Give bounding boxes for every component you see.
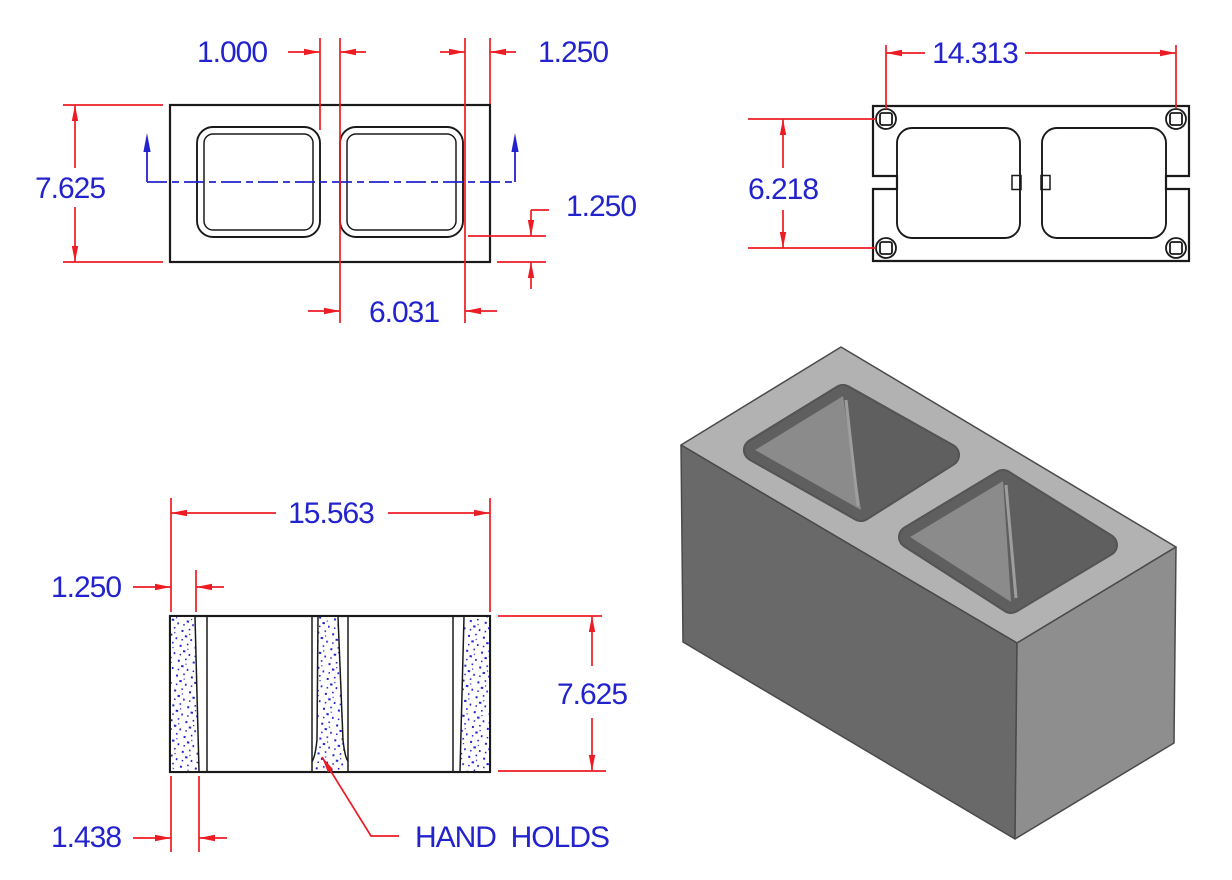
dim-bottom-depth: 6.218 [748, 173, 818, 206]
dim-bottom-hole-span: 14.313 [932, 37, 1018, 70]
core-hole-right [1041, 127, 1167, 239]
dimension-arrows [779, 49, 1176, 248]
stipple-band-center [311, 616, 349, 771]
dimension-lines [63, 38, 549, 323]
iso-hole-right [898, 469, 1118, 614]
corner-pilot-marks [875, 108, 1187, 259]
stipple-band-right [452, 616, 489, 772]
dimension-lines [133, 498, 606, 852]
section-arrow-left [143, 133, 151, 152]
iso-hole-left [743, 384, 960, 522]
dim-top-web: 1.000 [197, 36, 267, 69]
dimension-lines [748, 45, 1177, 249]
section-arrow-right [511, 133, 519, 152]
dim-top-bottom-wall: 1.250 [566, 190, 636, 223]
dim-section-length: 15.563 [288, 497, 374, 530]
iso-right-face [1014, 546, 1177, 840]
section-outline [168, 614, 492, 774]
block-outline [168, 103, 492, 264]
web-notch-right [1040, 174, 1051, 191]
section-view: 15.563 1.250 7.625 1.438 HAND HOLDS [51, 497, 628, 854]
dimension-arrows [155, 509, 596, 842]
dim-top-right-wall: 1.250 [538, 36, 608, 69]
dim-section-top-shell: 1.250 [51, 571, 121, 604]
hand-holds-label: HAND HOLDS [415, 821, 609, 854]
top-view: 1.000 1.250 7.625 1.250 6.031 [35, 36, 637, 329]
dim-section-bottom-shell: 1.438 [51, 821, 121, 854]
isometric-view [680, 346, 1177, 840]
hand-holds-leader [321, 756, 399, 837]
stipple-band-left [171, 616, 208, 772]
dim-top-height: 7.625 [35, 172, 105, 205]
bottom-view: 14.313 6.218 [748, 37, 1191, 263]
dim-section-height: 7.625 [557, 678, 627, 711]
cutting-plane-line [143, 133, 519, 183]
dim-top-core-width: 6.031 [369, 296, 439, 329]
web-notch-left [1011, 174, 1022, 191]
core-hole-left [896, 127, 1021, 239]
